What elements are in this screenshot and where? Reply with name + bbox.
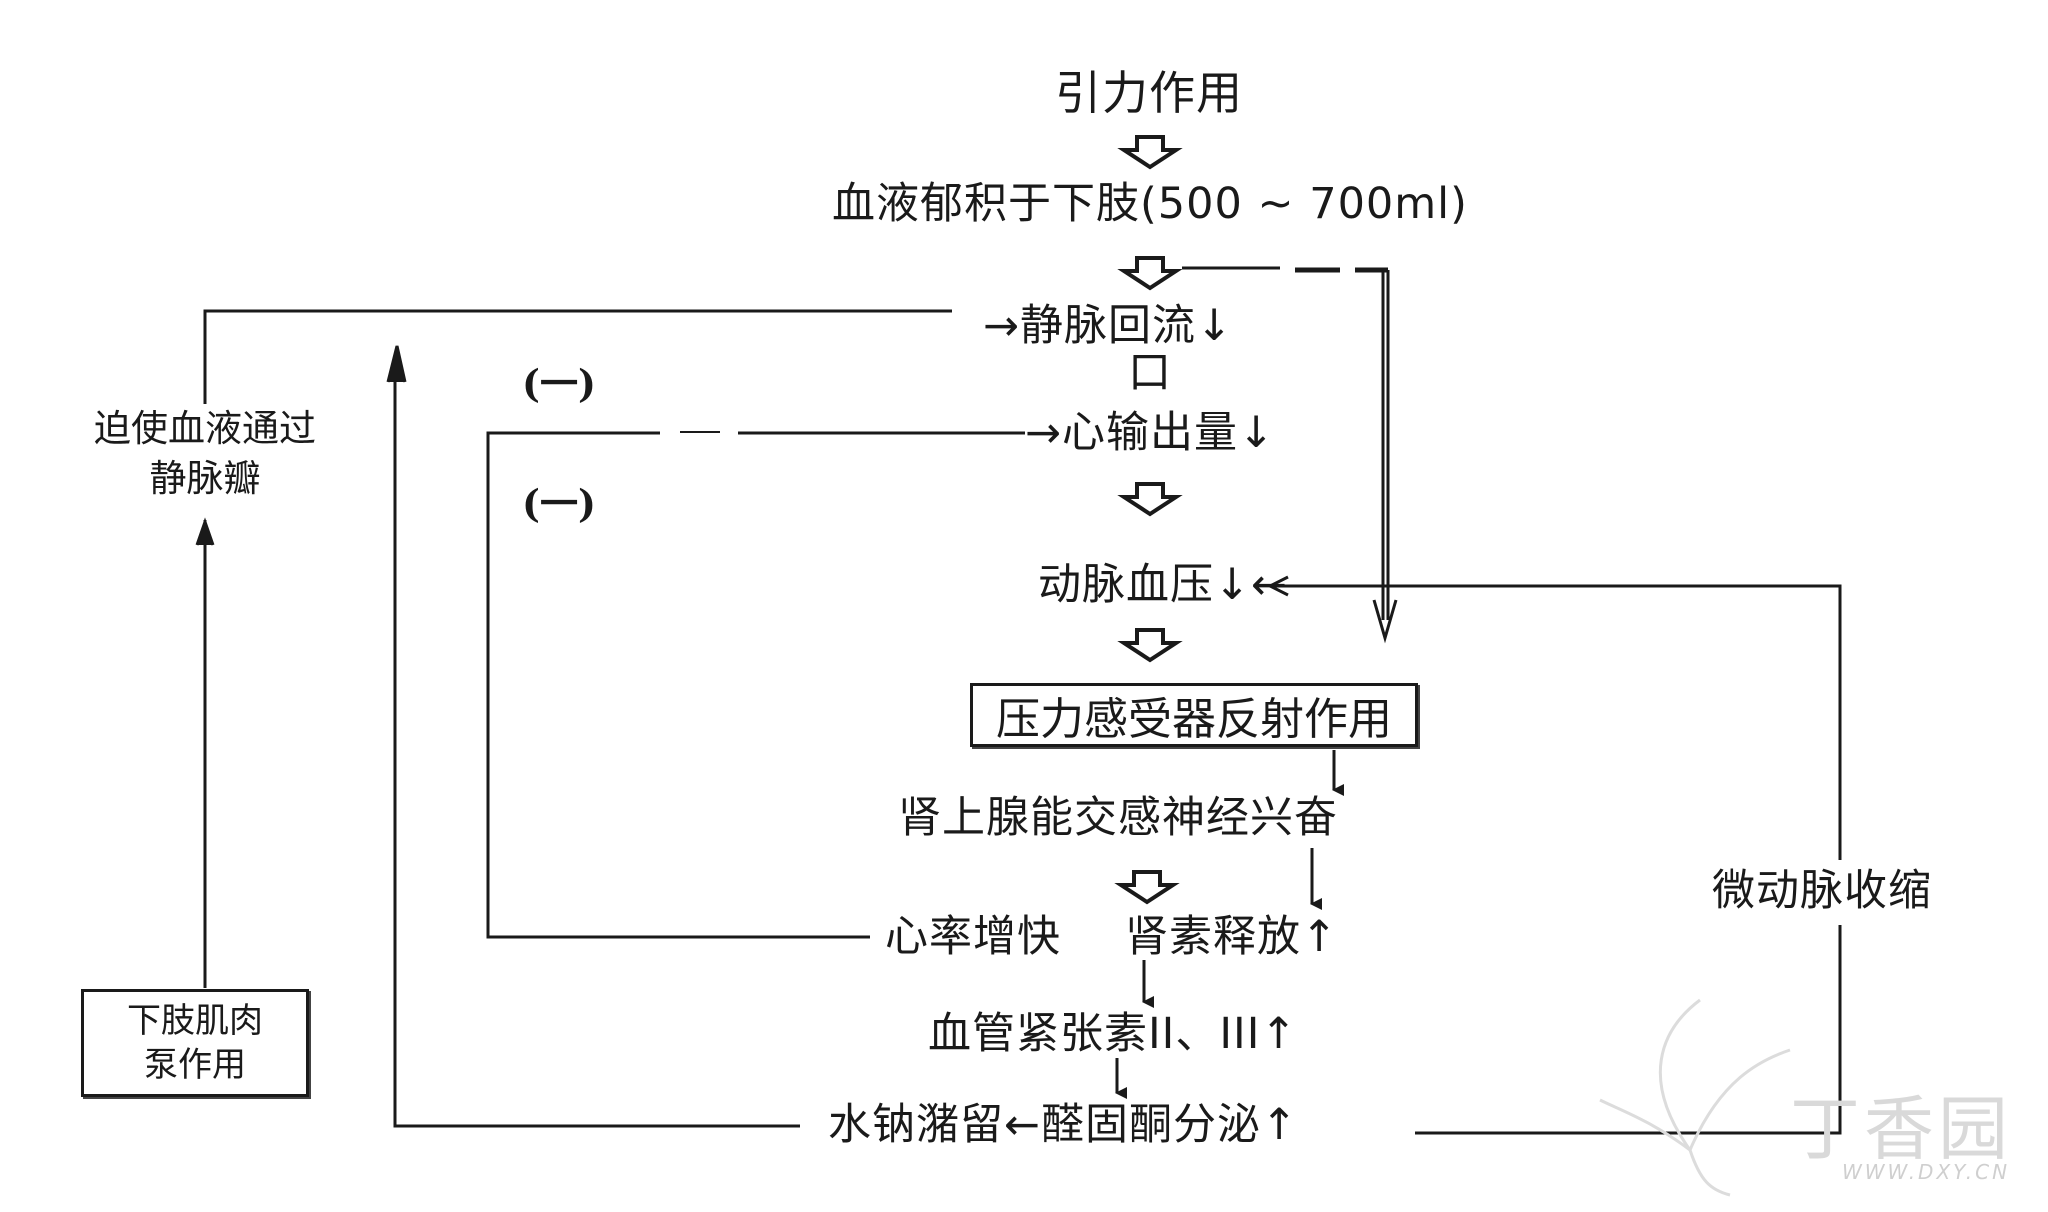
hollow-arrow-2 [1117,256,1183,291]
node-sodium-retention: 水钠潴留←醛固酮分泌↑ [828,1100,1299,1150]
negative-sign-lower: (一) [522,481,596,526]
sodium-retention-loop [386,345,800,1128]
node-cardiac-output: →心输出量↓ [1025,408,1276,458]
node-gravity: 引力作用 [1055,66,1243,120]
pooling-to-reflex-line [1182,266,1398,644]
node-box-glyph: 口 [1128,348,1172,398]
node-force-blood-line1: 迫使血液通过 [94,407,316,450]
node-arterial-pressure: 动脉血压↓← [1038,560,1289,610]
hollow-arrow-1 [1117,135,1183,170]
node-force-blood: 迫使血液通过 静脉瓣 [70,404,340,504]
node-venous-return: →静脉回流↓ [983,301,1234,351]
heart-rate-loop [486,431,1025,939]
node-renin: 肾素释放↑ [1125,912,1339,962]
arteriole-loop [1266,575,1842,1135]
muscle-pump-loop [195,309,952,988]
node-baroreceptor: 压力感受器反射作用 [996,694,1392,745]
watermark-url: WWW.DXY.CN [1842,1160,2011,1184]
negative-sign-upper: (一) [522,361,596,406]
node-baroreceptor-box: 压力感受器反射作用 [970,683,1418,747]
hollow-arrow-3 [1117,482,1183,517]
hollow-arrow-5 [1114,870,1180,905]
watermark-logo [1599,998,1791,1197]
node-force-blood-line2: 静脉瓣 [149,456,261,500]
node-arteriole: 微动脉收缩 [1712,866,1932,916]
node-angiotensin: 血管紧张素II、III↑ [928,1009,1298,1059]
node-muscle-pump-box: 下肢肌肉 泵作用 [81,989,309,1097]
watermark-text: 丁香园 [1790,1088,2012,1170]
node-sympathetic: 肾上腺能交感神经兴奋 [898,793,1338,843]
node-pooling: 血液郁积于下肢(500 ~ 700ml) [832,179,1468,229]
node-heart-rate: 心率增快 [885,912,1061,962]
node-muscle-pump-line1: 下肢肌肉 [127,1000,263,1041]
hollow-arrow-4 [1117,628,1183,663]
node-muscle-pump-line2: 泵作用 [144,1045,246,1085]
